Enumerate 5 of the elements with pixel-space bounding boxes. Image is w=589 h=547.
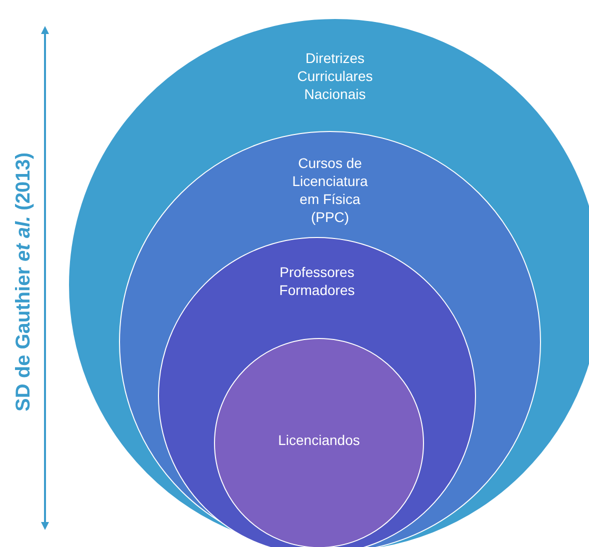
axis-title: SD de Gauthier et al. (2013)	[12, 152, 36, 412]
layer-label: Licenciandos	[277, 431, 361, 449]
layer-label: Professores Formadores	[278, 263, 356, 299]
layer-label: Cursos de Licenciatura em Física (PPC)	[291, 154, 369, 226]
layer-label: Diretrizes Curriculares Nacionais	[296, 49, 374, 103]
